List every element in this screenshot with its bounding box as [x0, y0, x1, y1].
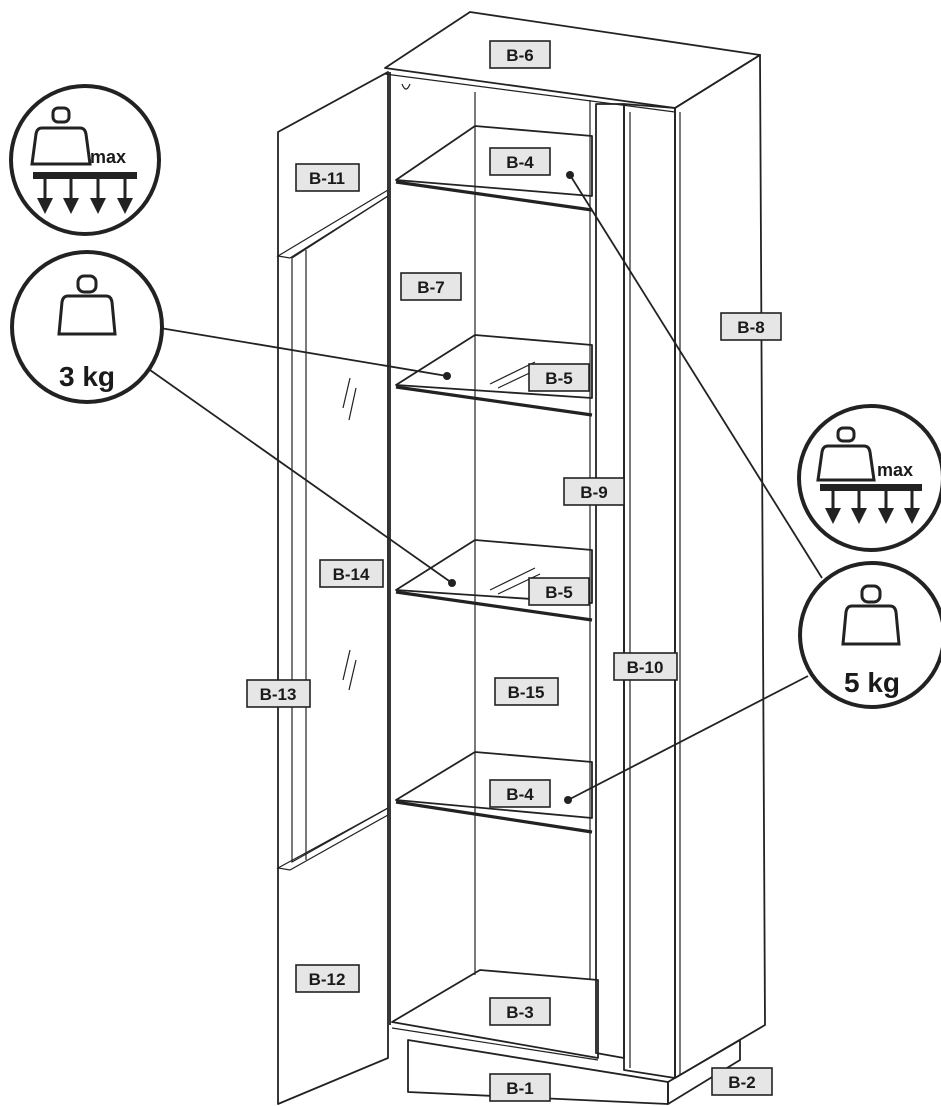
max-label: max [877, 460, 913, 480]
svg-text:B-4: B-4 [506, 153, 534, 172]
weight-5kg-label: 5 kg [844, 667, 900, 698]
max-load-badge-right: max [797, 404, 941, 552]
open-door [276, 71, 389, 1105]
leader-dot [443, 372, 451, 380]
weight-icon [57, 274, 117, 336]
part-label-b9: B-9 [563, 477, 625, 506]
svg-text:B-9: B-9 [580, 483, 607, 502]
svg-text:B-8: B-8 [737, 318, 764, 337]
part-label-b5-upper: B-5 [528, 363, 590, 392]
cabinet-body [384, 11, 766, 1105]
svg-text:B-1: B-1 [506, 1079, 533, 1098]
svg-text:B-15: B-15 [508, 683, 545, 702]
svg-text:B-10: B-10 [627, 658, 664, 677]
glass-shelf-lower [395, 539, 593, 622]
callout-lines [149, 171, 823, 804]
weight-icon [816, 426, 876, 482]
weight-5kg-badge: 5 kg [798, 561, 941, 709]
part-label-b13: B-13 [246, 679, 311, 708]
part-label-b8: B-8 [720, 312, 782, 341]
svg-text:B-2: B-2 [728, 1073, 755, 1092]
part-label-b1: B-1 [489, 1073, 551, 1102]
svg-text:B-5: B-5 [545, 583, 572, 602]
part-label-b3: B-3 [489, 997, 551, 1026]
svg-text:B-12: B-12 [309, 970, 346, 989]
leader-dot [566, 171, 574, 179]
leader-dot [448, 579, 456, 587]
svg-text:B-4: B-4 [506, 785, 534, 804]
part-label-b14: B-14 [319, 559, 384, 588]
part-label-b2: B-2 [711, 1067, 773, 1096]
distributed-load-icon [820, 484, 922, 524]
svg-text:B-11: B-11 [309, 169, 345, 188]
part-label-b12: B-12 [295, 964, 360, 993]
weight-3kg-badge: 3 kg [10, 250, 164, 404]
shelf-top-b4 [395, 125, 593, 212]
svg-text:B-3: B-3 [506, 1003, 533, 1022]
svg-text:B-5: B-5 [545, 369, 572, 388]
svg-text:B-13: B-13 [260, 685, 297, 704]
part-label-b15: B-15 [494, 677, 559, 706]
max-load-badge-left: max [9, 84, 161, 236]
part-label-b5-lower: B-5 [528, 577, 590, 606]
weight-icon [841, 584, 901, 646]
weight-icon [30, 106, 92, 166]
distributed-load-icon [33, 172, 137, 214]
part-label-b4-top: B-4 [489, 147, 551, 176]
shelf-bottom-b4 [395, 751, 593, 834]
part-label-b6: B-6 [489, 40, 551, 69]
svg-text:B-7: B-7 [417, 278, 444, 297]
max-label: max [90, 147, 126, 167]
svg-text:B-14: B-14 [333, 565, 370, 584]
svg-text:B-6: B-6 [506, 46, 533, 65]
part-label-b7: B-7 [400, 272, 462, 301]
weight-3kg-label: 3 kg [59, 361, 115, 392]
part-label-b11: B-11 [295, 163, 360, 192]
part-label-b10: B-10 [613, 652, 678, 681]
leader-dot [564, 796, 572, 804]
part-label-b4-bottom: B-4 [489, 779, 551, 808]
